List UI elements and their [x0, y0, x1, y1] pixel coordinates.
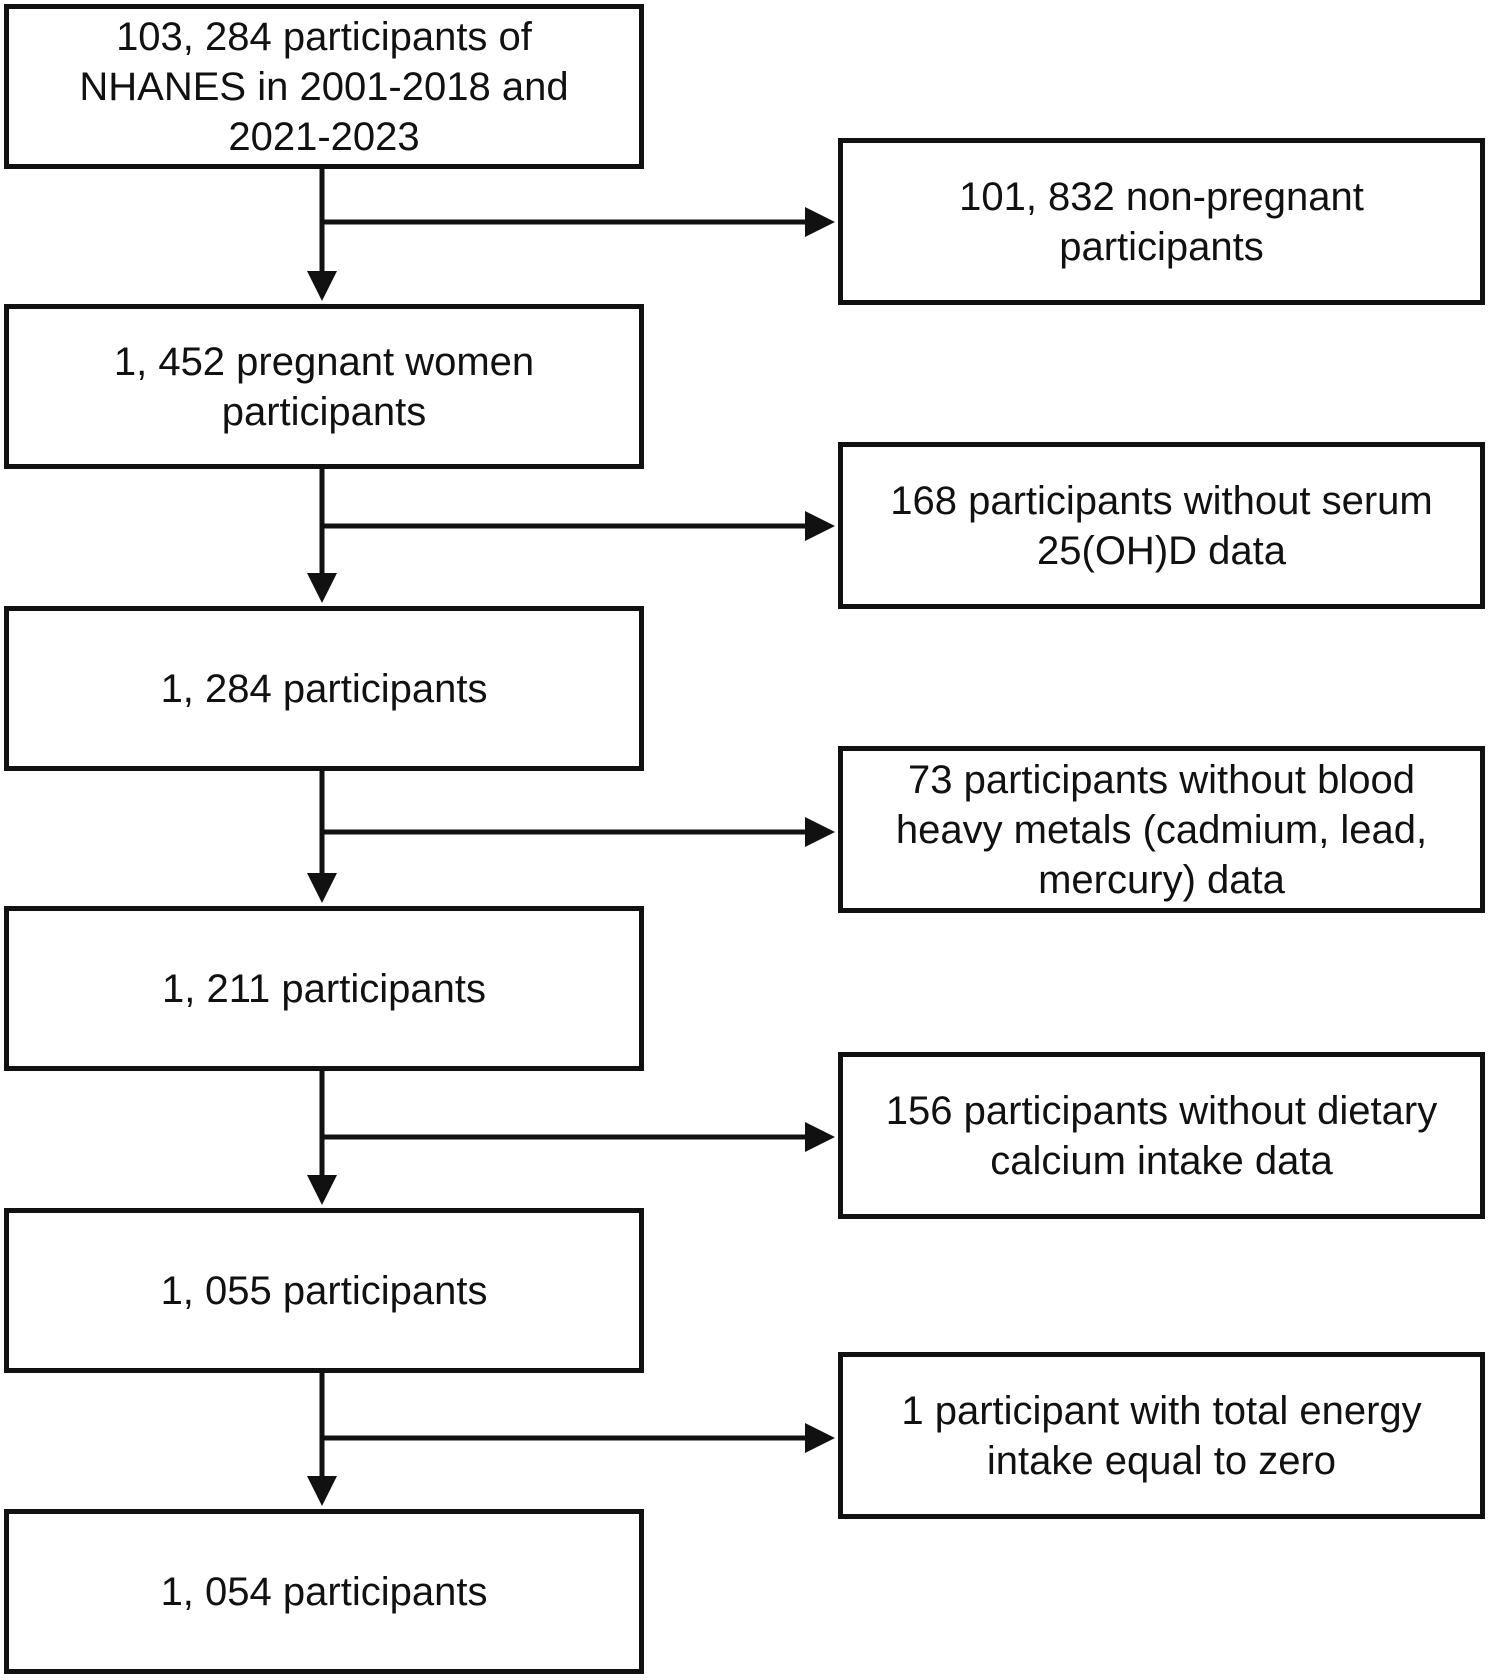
box-text-line: mercury) data: [1038, 857, 1285, 902]
box-text-line: intake equal to zero: [986, 1438, 1337, 1483]
box-text-line: NHANES in 2001-2018 and: [79, 64, 569, 109]
box-text-line: 103, 284 participants of: [116, 14, 532, 59]
box-text-line: participants: [221, 389, 427, 434]
box-text-line: 1 participant with total energy: [901, 1388, 1422, 1433]
main-box-pregnant-women: 1, 452 pregnant women participants: [4, 304, 644, 469]
exclusion-box-no-heavy-metals: 73 participants without blood heavy meta…: [838, 746, 1485, 913]
exclusion-box-no-calcium: 156 participants without dietary calcium…: [838, 1052, 1485, 1219]
box-text: 1, 055 participants: [161, 1266, 488, 1316]
box-text: 156 participants without dietary calcium…: [886, 1086, 1437, 1186]
box-text: 103, 284 participants of NHANES in 2001-…: [79, 12, 568, 162]
box-text-line: participants: [1059, 224, 1264, 269]
main-box-final: 1, 054 participants: [4, 1509, 644, 1674]
box-text: 1, 452 pregnant women participants: [114, 337, 534, 437]
box-text: 101, 832 non-pregnant participants: [959, 172, 1364, 272]
box-text-line: 1, 452 pregnant women: [113, 339, 535, 384]
box-text-line: calcium intake data: [990, 1138, 1333, 1183]
box-text-line: 73 participants without blood: [907, 757, 1415, 802]
exclusion-box-zero-energy: 1 participant with total energy intake e…: [838, 1352, 1485, 1519]
box-text-line: 1, 284 participants: [160, 666, 488, 711]
exclusion-box-no-serum: 168 participants without serum 25(OH)D d…: [838, 442, 1485, 609]
box-text-line: 1, 055 participants: [160, 1268, 488, 1313]
exclusion-box-non-pregnant: 101, 832 non-pregnant participants: [838, 138, 1485, 305]
box-text-line: 2021-2023: [228, 114, 420, 159]
box-text-line: 168 participants without serum: [890, 478, 1433, 523]
box-text: 1, 054 participants: [161, 1567, 488, 1617]
box-text-line: 1, 211 participants: [162, 966, 486, 1011]
main-box-step-4: 1, 211 participants: [4, 906, 644, 1071]
main-box-step-3: 1, 284 participants: [4, 606, 644, 771]
box-text-line: 1, 054 participants: [160, 1569, 488, 1614]
box-text: 1, 284 participants: [161, 664, 488, 714]
box-text: 73 participants without blood heavy meta…: [896, 755, 1427, 905]
main-box-initial-participants: 103, 284 participants of NHANES in 2001-…: [4, 4, 644, 169]
box-text: 168 participants without serum 25(OH)D d…: [890, 476, 1433, 576]
box-text: 1 participant with total energy intake e…: [901, 1386, 1421, 1486]
box-text-line: heavy metals (cadmium, lead,: [895, 807, 1428, 852]
box-text-line: 156 participants without dietary: [885, 1088, 1438, 1133]
box-text-line: 101, 832 non-pregnant: [959, 174, 1364, 219]
box-text-line: 25(OH)D data: [1037, 528, 1286, 573]
main-box-step-5: 1, 055 participants: [4, 1208, 644, 1373]
box-text: 1, 211 participants: [162, 964, 486, 1014]
